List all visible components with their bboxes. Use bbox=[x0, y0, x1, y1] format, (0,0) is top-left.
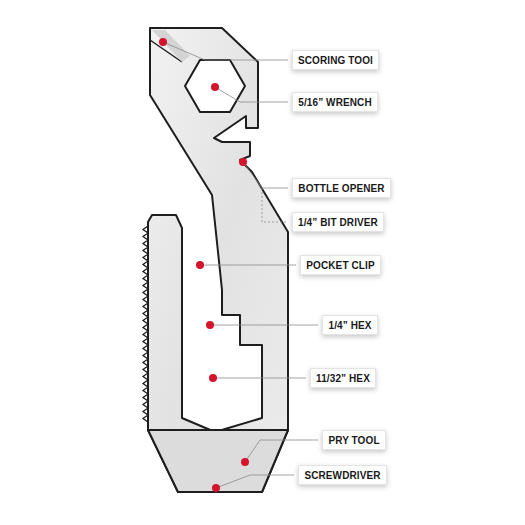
leader-line bbox=[210, 325, 318, 326]
callout-label: BOTTLE OPENER bbox=[298, 183, 384, 194]
callout-box: 11/32” HEX bbox=[310, 368, 376, 388]
callout-label: 1/4” HEX bbox=[328, 320, 371, 331]
callout-label: POCKET CLIP bbox=[306, 260, 374, 271]
leader-line bbox=[245, 440, 318, 462]
callout-label: 1/4” BIT DRIVER bbox=[298, 217, 378, 228]
callout-box: SCREWDRIVER bbox=[298, 465, 387, 485]
leader-line bbox=[213, 378, 306, 379]
marker-dot bbox=[239, 158, 247, 166]
leader-line bbox=[200, 265, 296, 266]
scoring-face bbox=[152, 30, 190, 62]
callout-box: SCORING TOOl bbox=[292, 50, 379, 70]
tool-outline bbox=[148, 28, 288, 492]
callout-box: 1/4” BIT DRIVER bbox=[292, 212, 384, 232]
leader-line bbox=[262, 188, 288, 222]
saw-teeth bbox=[143, 226, 148, 422]
callout-label: 5/16” WRENCH bbox=[298, 97, 371, 108]
callout-label: SCORING TOOl bbox=[298, 55, 373, 66]
leader-line bbox=[163, 42, 288, 60]
marker-dot bbox=[212, 484, 220, 492]
marker-dot bbox=[196, 261, 204, 269]
callout-label: SCREWDRIVER bbox=[304, 470, 380, 481]
callout-box: POCKET CLIP bbox=[300, 255, 381, 275]
callout-box: PRY TOOL bbox=[322, 430, 386, 450]
marker-dot bbox=[241, 458, 249, 466]
marker-dot bbox=[206, 321, 214, 329]
marker-dot bbox=[159, 38, 167, 46]
leader-line bbox=[215, 87, 288, 102]
marker-dot bbox=[211, 83, 219, 91]
callout-box: 5/16” WRENCH bbox=[292, 92, 378, 112]
callout-box: BOTTLE OPENER bbox=[292, 178, 391, 198]
leader-line bbox=[243, 162, 288, 188]
marker-dot bbox=[209, 374, 217, 382]
callout-label: PRY TOOL bbox=[328, 435, 379, 446]
callout-label: 11/32” HEX bbox=[316, 373, 370, 384]
red-dots bbox=[159, 38, 249, 492]
wrench-hex bbox=[185, 60, 245, 112]
callout-box: 1/4” HEX bbox=[322, 315, 378, 335]
pry-band bbox=[148, 430, 288, 492]
leader-line bbox=[216, 475, 294, 488]
